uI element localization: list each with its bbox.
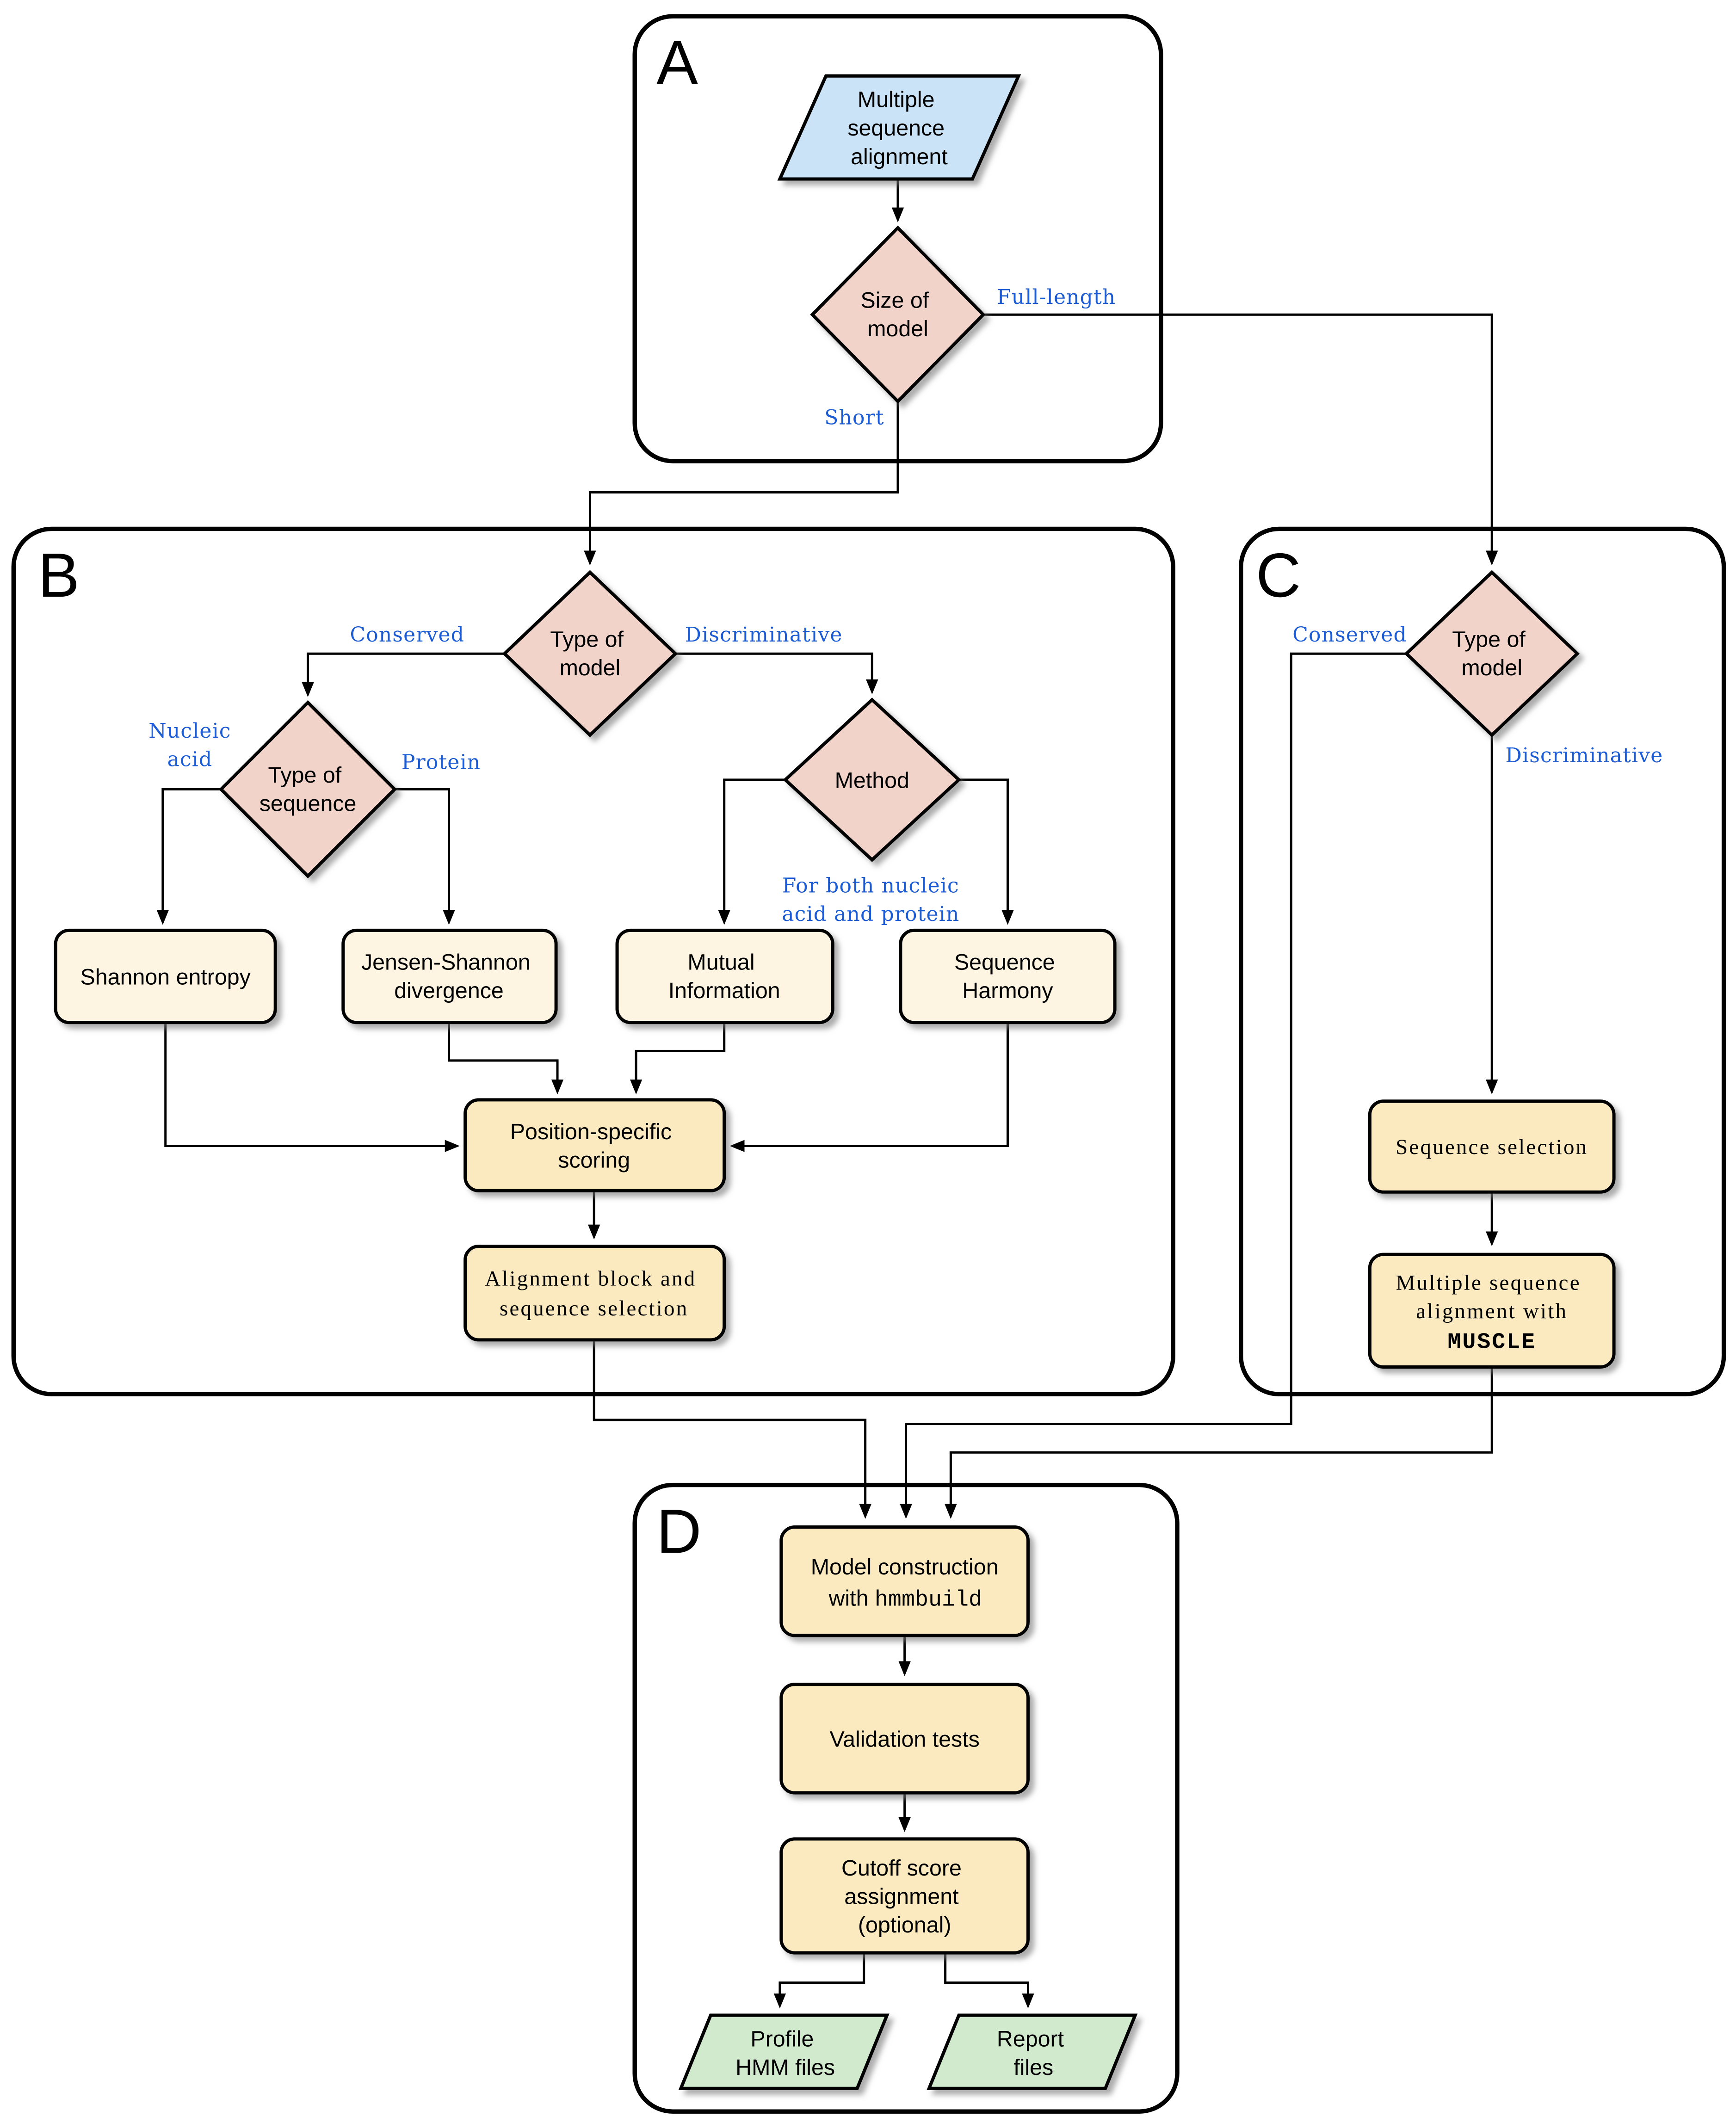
node-sequence-harmony-label: Sequence Harmony <box>954 950 1061 1003</box>
panel-c-frame <box>1239 526 1726 1396</box>
node-type-of-model-c-label: Type of model <box>1452 627 1532 681</box>
edge-cutoff-to-profile <box>773 1953 865 2009</box>
node-profile-hmm-files-label: Profile HMM files <box>735 2026 835 2080</box>
edge-label-full-length: Full-length <box>997 285 1116 309</box>
node-model-construction-line1: Model construction <box>811 1555 999 1580</box>
node-msa-shape <box>777 74 1021 181</box>
edge-label-protein: Protein <box>402 750 481 774</box>
edge-method-to-harmony <box>958 778 1014 925</box>
edge-label-nucleic-acid-line2: acid <box>167 748 213 771</box>
node-position-specific-scoring-shape <box>463 1098 726 1192</box>
panel-b-label: B <box>38 540 80 610</box>
edge-short <box>584 401 899 566</box>
node-msa-muscle-label: Multiple sequence alignment with <box>1396 1271 1588 1323</box>
edge-label-for-both-line1: For both nucleic <box>782 874 959 897</box>
node-jensen-shannon-shape <box>341 928 558 1024</box>
node-model-construction-shape <box>779 1525 1030 1637</box>
node-msa-label: Multiple sequence alignment <box>847 87 951 169</box>
node-alignment-block-shape <box>463 1245 726 1342</box>
node-msa-muscle-shape <box>1368 1253 1616 1369</box>
edge-label-conserved-c: Conserved <box>1292 623 1407 647</box>
edge-method-to-mutual <box>718 778 785 925</box>
panel-a-label: A <box>656 28 698 98</box>
node-mutual-information-shape <box>615 928 834 1024</box>
panel-d-label: D <box>656 1496 701 1566</box>
node-profile-hmm-files-shape <box>678 2013 890 2090</box>
node-method-label: Method <box>835 768 909 793</box>
node-report-files-label: Report files <box>997 2026 1070 2080</box>
edge-mutual-to-pss <box>630 1022 726 1095</box>
node-mutual-information-label: Mutual Information <box>668 950 780 1003</box>
node-type-of-model-b-shape <box>502 570 678 738</box>
edge-label-conserved-b: Conserved <box>350 623 464 647</box>
node-method-shape <box>783 697 962 862</box>
node-type-of-sequence-shape <box>218 700 397 879</box>
node-sequence-selection-label: Sequence selection <box>1396 1135 1588 1159</box>
node-validation-tests-label: Validation tests <box>829 1727 979 1752</box>
edge-label-short: Short <box>824 406 884 430</box>
edge-shannon-to-pss <box>164 1022 460 1152</box>
node-cutoff-score-label: Cutoff score assignment (optional) <box>841 1856 968 1938</box>
edge-jensen-to-pss <box>448 1022 564 1095</box>
node-alignment-block-label: Alignment block and sequence selection <box>485 1267 703 1321</box>
node-sequence-harmony-shape <box>899 928 1117 1024</box>
node-size-of-model-label: Size of model <box>860 288 935 342</box>
edge-alignment-block-to-model <box>593 1339 871 1519</box>
node-sequence-selection-shape <box>1368 1099 1616 1194</box>
node-type-of-sequence-label: Type of sequence <box>259 763 357 816</box>
node-type-of-model-c-shape <box>1404 570 1580 738</box>
node-position-specific-scoring-label: Position-specific scoring <box>510 1119 678 1173</box>
node-shannon-entropy-shape <box>54 928 277 1024</box>
edge-label-discriminative-b: Discriminative <box>685 623 843 647</box>
node-size-of-model-shape <box>810 225 986 404</box>
edge-harmony-to-pss <box>729 1022 1009 1152</box>
edge-protein <box>395 788 455 925</box>
edge-label-for-both-line2: acid and protein <box>782 902 959 926</box>
edge-discriminative-b <box>675 652 878 695</box>
node-cutoff-score-shape <box>779 1837 1030 1955</box>
node-validation-tests-shape <box>779 1683 1030 1795</box>
node-msa-muscle-code: MUSCLE <box>1447 1329 1536 1355</box>
edge-nucleic-acid <box>156 788 221 925</box>
edge-label-nucleic-acid-line1: Nucleic <box>148 719 231 743</box>
node-type-of-model-b-label: Type of model <box>550 627 630 681</box>
edge-full-length <box>983 313 1498 566</box>
node-shannon-entropy-label: Shannon entropy <box>80 965 251 990</box>
node-report-files-shape <box>927 2013 1138 2090</box>
edge-cutoff-to-report <box>944 1953 1034 2009</box>
node-jensen-shannon-label: Jensen-Shannon divergence <box>361 950 537 1003</box>
edge-label-discriminative-c: Discriminative <box>1506 744 1663 767</box>
edge-conserved-b <box>302 652 505 697</box>
edge-muscle-to-model <box>945 1367 1493 1519</box>
edge-conserved-c <box>900 652 1407 1519</box>
node-model-construction-line2: with hmmbuild <box>828 1586 982 1613</box>
panel-c-label: C <box>1256 540 1301 610</box>
